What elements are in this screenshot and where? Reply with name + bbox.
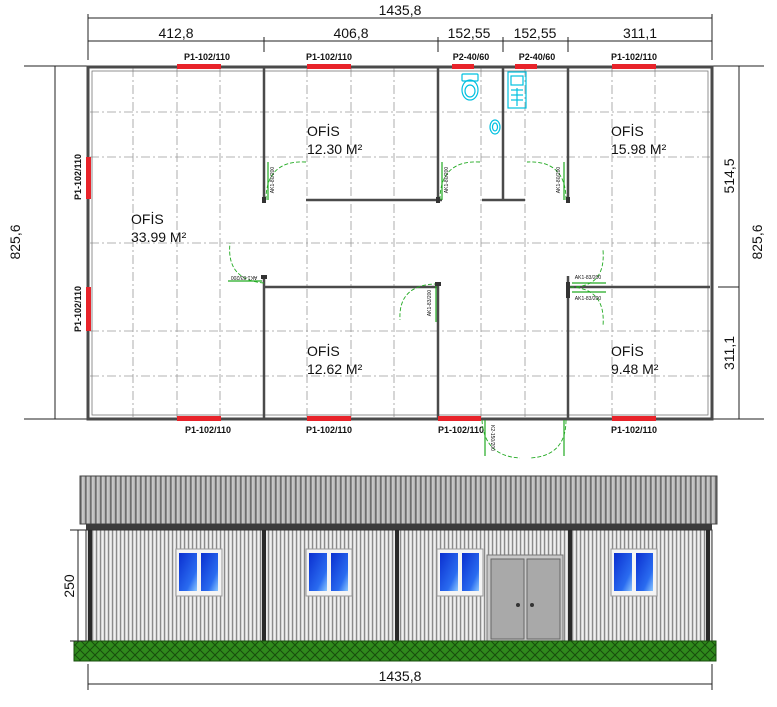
door-leaves (228, 162, 606, 456)
dim-segment-1: 412,8 (158, 25, 193, 41)
dim-segment-3: 152,55 (448, 25, 491, 41)
window-bottom-3 (438, 416, 481, 421)
door-tag-2: AK1-80/200 (444, 167, 450, 194)
dim-left-depth: 825,6 (7, 224, 23, 259)
toilet-icon (461, 73, 479, 101)
window-top-2 (307, 64, 351, 69)
window-bottom-1 (177, 416, 221, 421)
window-label-left-2: P1-102/110 (73, 286, 83, 332)
windows (86, 64, 656, 421)
room-area-4: 12.62 M² (307, 361, 363, 377)
elevation-entrance-door (486, 554, 564, 642)
dim-total-width: 1435,8 (379, 2, 422, 18)
room-name-2: OFİS (307, 122, 340, 139)
window-left-2 (86, 287, 91, 331)
door-tag-3: AK1-80/200 (556, 167, 562, 194)
sink-icon (489, 119, 501, 135)
window-label-bottom-2: P1-102/110 (306, 425, 352, 435)
elevation-window-3 (436, 548, 484, 597)
dim-segment-5: 311,1 (623, 25, 657, 41)
top-dimensions (87, 14, 713, 60)
building-elevation (73, 475, 718, 662)
room-name-5: OFİS (611, 342, 644, 359)
dim-elevation-height: 250 (61, 574, 77, 598)
dim-elevation-width: 1435,8 (379, 668, 422, 684)
ground-grass (73, 640, 717, 662)
roof-fascia (86, 524, 712, 530)
window-top-1 (177, 64, 221, 69)
elevation-window-2 (305, 548, 353, 597)
door-tag-1: AK1-80/200 (270, 167, 276, 194)
door-tag-4: AK1-83/200 (231, 274, 258, 280)
door-tag-entrance: K2-150/200 (489, 425, 495, 451)
door-tag-6: AK1-83/200 (575, 275, 602, 281)
window-top-4 (515, 64, 537, 69)
room-area-5: 9.48 M² (611, 361, 659, 377)
elevation-window-4 (610, 548, 658, 597)
window-label-bottom-3: P1-102/110 (438, 425, 484, 435)
window-label-top-3: P2-40/60 (453, 52, 490, 62)
window-label-top-1: P1-102/110 (184, 52, 230, 62)
dim-segment-2: 406,8 (333, 25, 368, 41)
plan-grid (90, 68, 710, 417)
wc-fixtures (461, 71, 527, 135)
roof-panel (79, 475, 718, 525)
dim-right-lower: 311,1 (721, 336, 737, 370)
elevation-window-1 (175, 548, 223, 597)
room-name-4: OFİS (307, 342, 340, 359)
left-dimension (24, 65, 88, 420)
window-top-3 (452, 64, 474, 69)
door-tag-5: AK1-83/200 (427, 290, 433, 317)
window-bottom-4 (612, 416, 656, 421)
room-area-3: 15.98 M² (611, 141, 667, 157)
dim-right-total: 825,6 (749, 224, 765, 259)
elevation-height-dimension (70, 529, 86, 642)
wall-columns (88, 530, 710, 641)
door-swings (229, 161, 604, 459)
window-label-top-5: P1-102/110 (611, 52, 657, 62)
room-area-1: 33.99 M² (131, 229, 187, 245)
dim-segment-4: 152,55 (514, 25, 557, 41)
room-name-1: OFİS (131, 210, 164, 227)
window-label-top-4: P2-40/60 (519, 52, 556, 62)
window-left-1 (86, 157, 91, 199)
window-label-bottom-4: P1-102/110 (611, 425, 657, 435)
walls (86, 65, 714, 421)
room-area-2: 12.30 M² (307, 141, 363, 157)
door-jambs (261, 197, 570, 298)
window-top-5 (612, 64, 656, 69)
window-label-left-1: P1-102/110 (73, 154, 83, 200)
door-tag-7: AK1-83/200 (575, 296, 602, 302)
window-label-bottom-1: P1-102/110 (185, 425, 231, 435)
right-dimensions (712, 65, 764, 420)
elevation-width-dimension (87, 664, 713, 690)
dim-right-upper: 514,5 (721, 158, 737, 193)
window-label-top-2: P1-102/110 (306, 52, 352, 62)
shower-icon (507, 71, 527, 109)
room-name-3: OFİS (611, 122, 644, 139)
window-bottom-2 (307, 416, 351, 421)
